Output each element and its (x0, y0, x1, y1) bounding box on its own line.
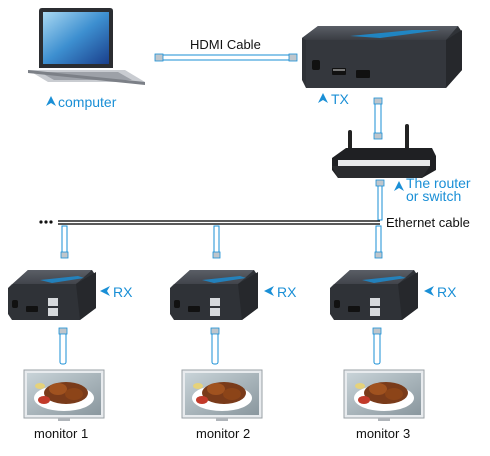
rx2-arrow-icon (264, 286, 274, 296)
monitor-2-label: monitor 2 (196, 426, 251, 441)
rx-receiver-1 (8, 270, 96, 320)
tx-label: TX (331, 91, 349, 107)
router-label-line1: The router (406, 175, 471, 191)
rx-monitor-cables (58, 327, 382, 365)
monitor-2 (181, 369, 263, 421)
tx-arrow-icon (318, 93, 328, 103)
bus-drops (60, 225, 383, 259)
router-switch (332, 124, 436, 178)
monitor-1-label: monitor 1 (34, 426, 89, 441)
rx3-arrow-icon (424, 286, 434, 296)
ethernet-bus (39, 220, 380, 225)
rx1-label: RX (113, 284, 133, 300)
tx-router-cable (373, 97, 383, 140)
rx-receiver-3 (330, 270, 418, 320)
rx-receiver-2 (170, 270, 258, 320)
hdmi-cable (154, 53, 298, 62)
pointer-arrows (46, 93, 434, 296)
tx-transmitter (302, 26, 462, 88)
router-arrow-icon (394, 181, 404, 191)
monitor-1 (23, 369, 105, 421)
router-label-line2: or switch (406, 188, 462, 204)
ethernet-cable-label: Ethernet cable (386, 215, 470, 230)
rx2-label: RX (277, 284, 297, 300)
router-label: The router or switch (406, 175, 471, 204)
rx3-label: RX (437, 284, 457, 300)
monitor-3 (343, 369, 425, 421)
rx1-arrow-icon (100, 286, 110, 296)
hdmi-cable-label: HDMI Cable (190, 37, 261, 52)
router-drop-cable (375, 179, 385, 221)
laptop-computer (28, 8, 145, 85)
computer-label: computer (58, 94, 117, 110)
computer-arrow-icon (46, 96, 56, 106)
monitor-3-label: monitor 3 (356, 426, 411, 441)
